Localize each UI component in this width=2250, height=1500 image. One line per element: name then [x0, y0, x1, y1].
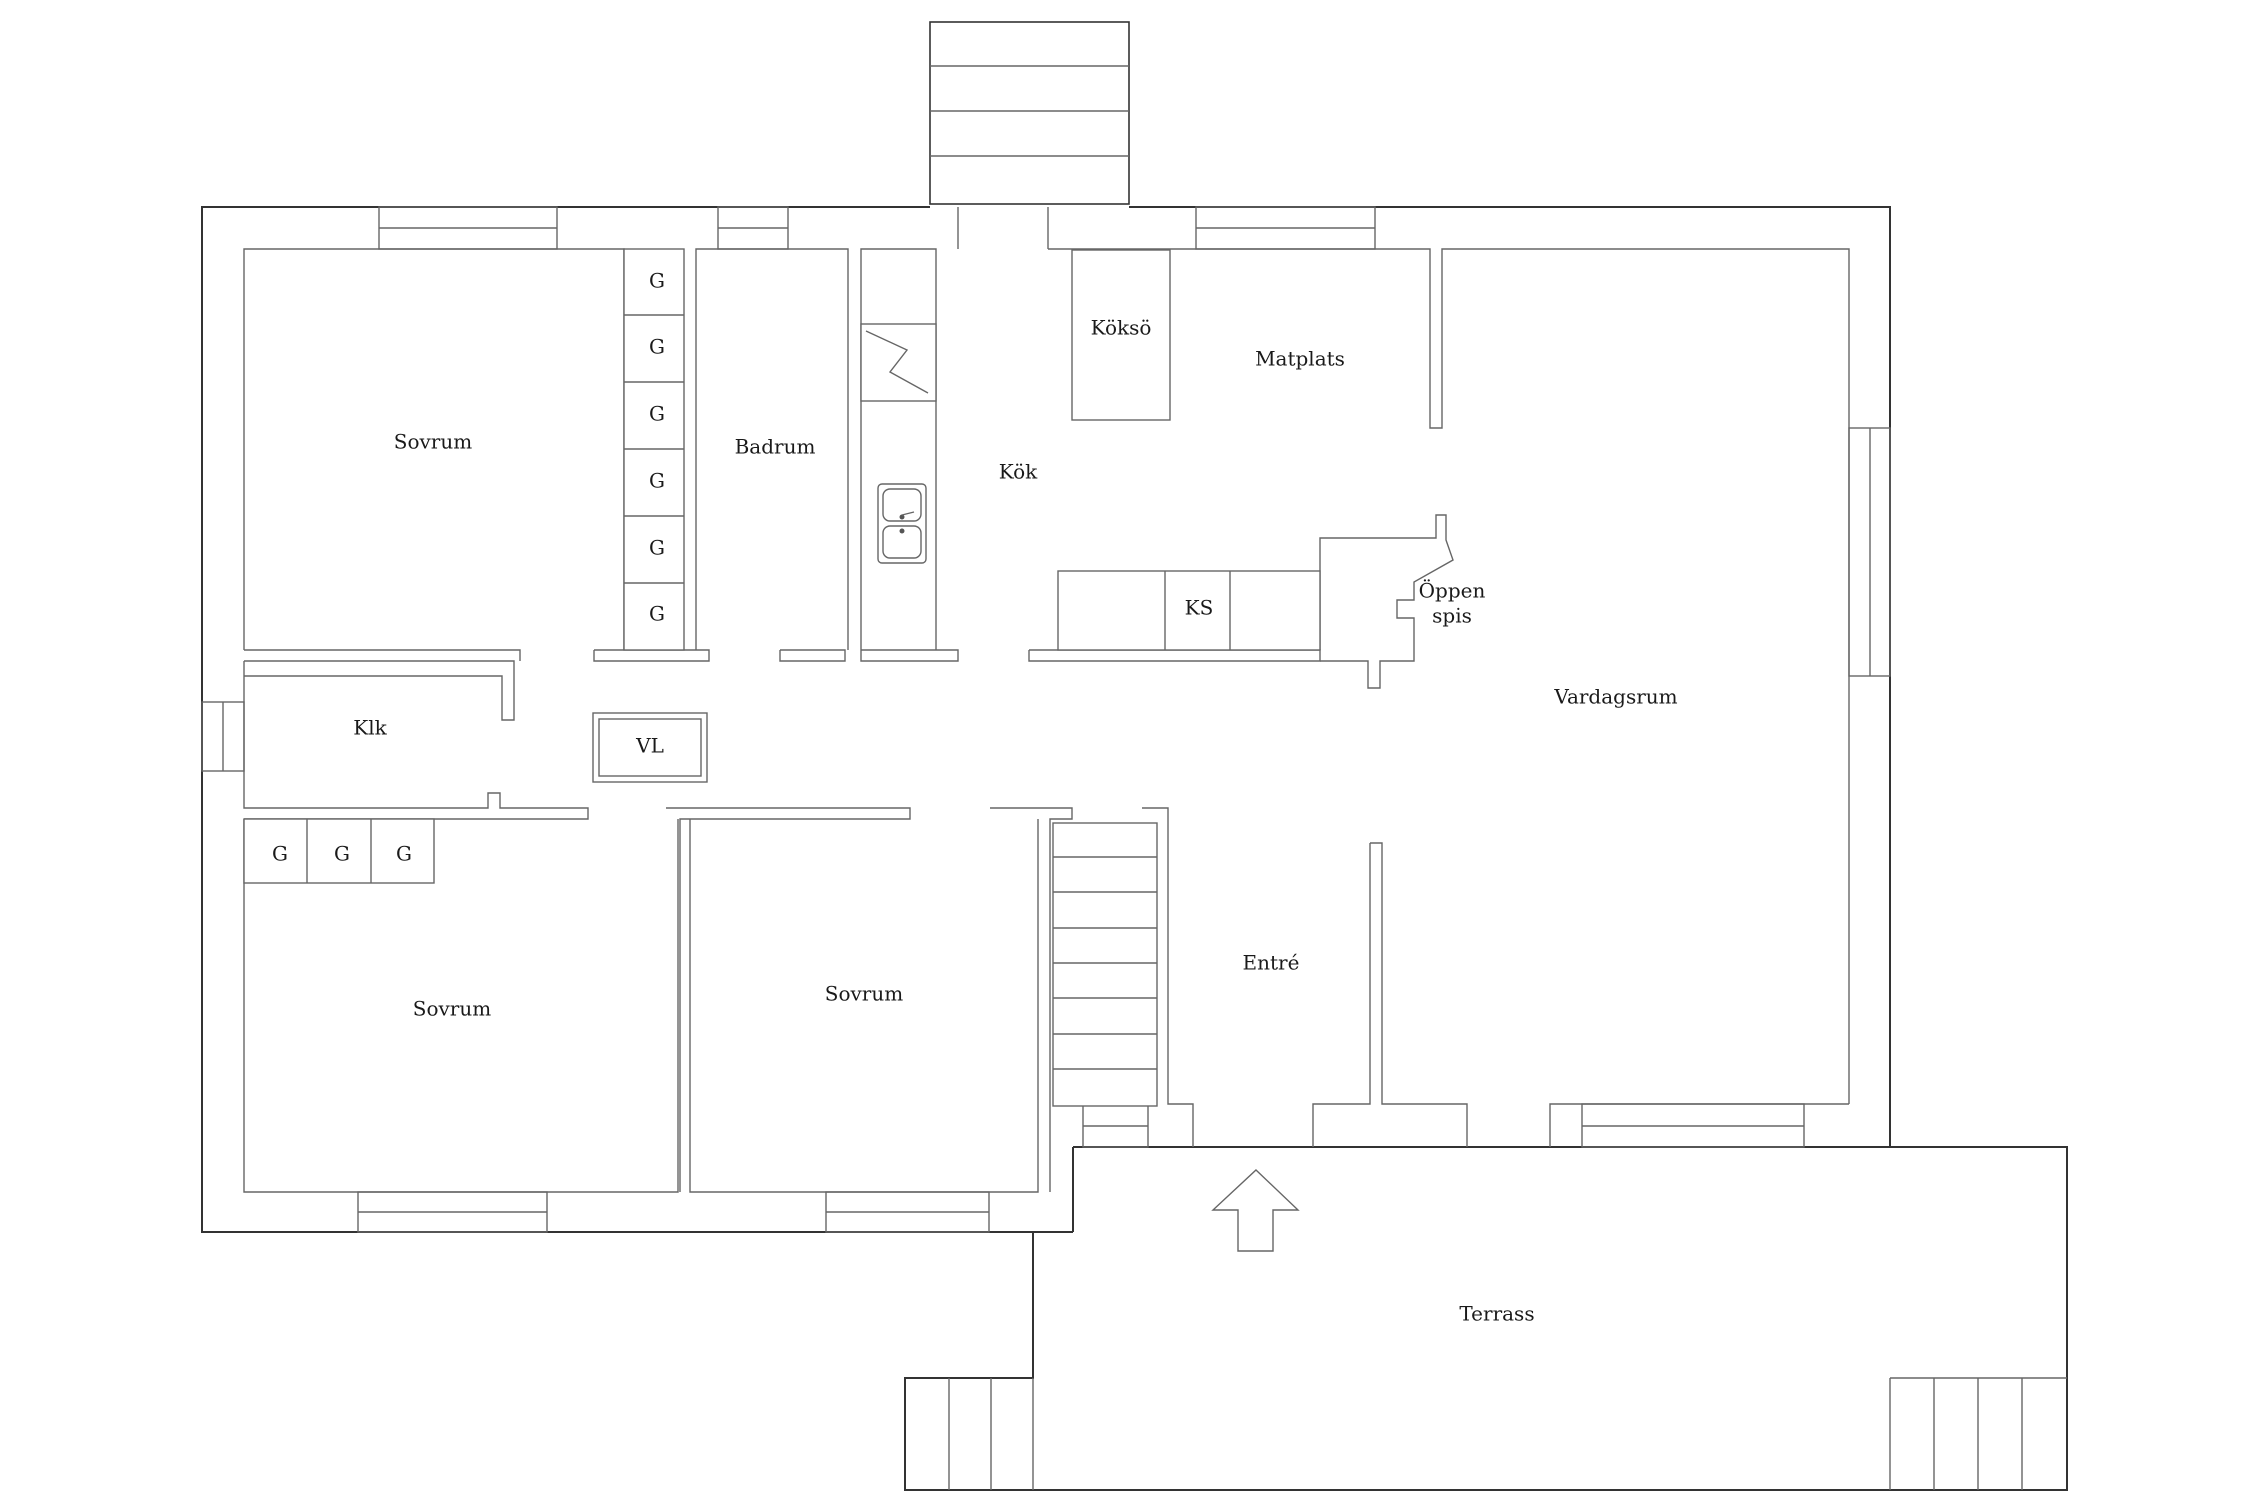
- interior-stairs: [1052, 822, 1158, 1107]
- room-label-kok: Kök: [999, 460, 1038, 484]
- room-label-entre: Entré: [1243, 951, 1300, 975]
- room-label-matplats: Matplats: [1255, 347, 1345, 371]
- entrance-arrow-icon: [1211, 1169, 1300, 1252]
- kitchen-fixtures: [860, 249, 1321, 651]
- room-label-kokso: Köksö: [1091, 316, 1152, 340]
- wardrobe-row: G G G: [243, 818, 435, 884]
- room-label-sovrum: Sovrum: [413, 997, 491, 1021]
- wardrobe-label: G: [649, 602, 665, 626]
- wardrobe-label: G: [649, 402, 665, 426]
- wardrobe-column: G G G G G G: [623, 248, 685, 651]
- wardrobe-label: G: [649, 536, 665, 560]
- room-label-klk: Klk: [353, 716, 387, 740]
- outer-walls: [201, 206, 1891, 1233]
- room-label-vardagsrum: Vardagsrum: [1553, 685, 1677, 709]
- room-label-sovrum: Sovrum: [825, 982, 903, 1006]
- room-label-oppen-spis: Öppen: [1419, 578, 1486, 603]
- wardrobe-label: G: [649, 335, 665, 359]
- wardrobe-label: G: [396, 842, 412, 866]
- windows: [201, 206, 1891, 1233]
- terrace: [904, 1146, 2068, 1491]
- wardrobe-label: G: [334, 842, 350, 866]
- room-label-terrass: Terrass: [1459, 1302, 1534, 1326]
- room-label-ks: KS: [1185, 596, 1214, 620]
- room-label-sovrum: Sovrum: [394, 430, 472, 454]
- wardrobe-label: G: [649, 269, 665, 293]
- vl-unit: [592, 712, 708, 783]
- top-stairs: [929, 21, 1130, 205]
- wardrobe-label: G: [649, 469, 665, 493]
- wardrobe-label: G: [272, 842, 288, 866]
- room-label-vl: VL: [635, 734, 664, 758]
- room-label-oppen-spis-2: spis: [1432, 604, 1472, 628]
- room-label-badrum: Badrum: [735, 435, 816, 459]
